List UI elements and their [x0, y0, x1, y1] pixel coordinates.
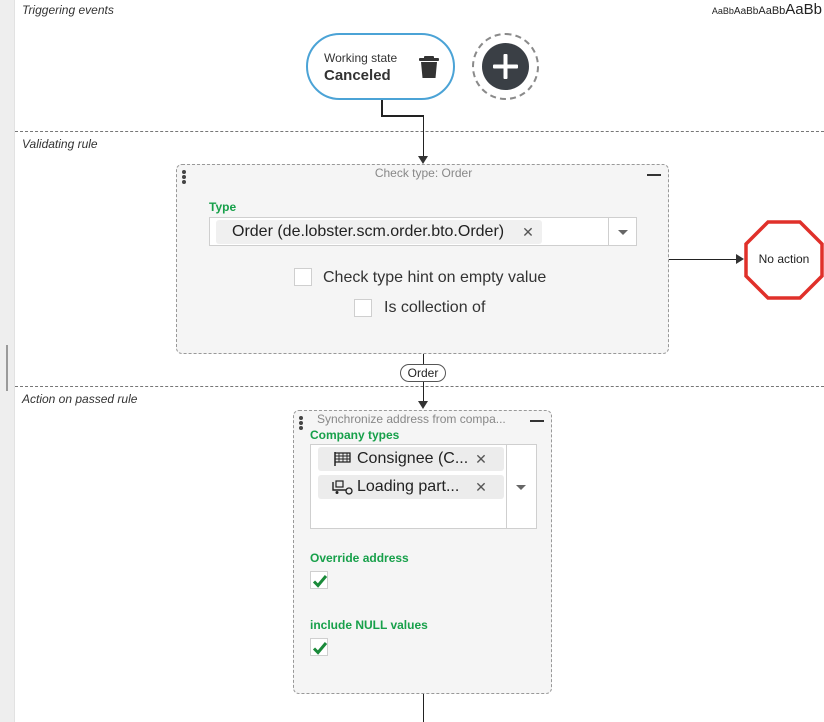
truck-loading-icon: [332, 480, 353, 495]
check-type-hint-checkbox[interactable]: [294, 268, 312, 286]
company-types-label: Company types: [310, 428, 400, 442]
connector-line: [422, 115, 424, 157]
connector-line: [381, 100, 383, 116]
kebab-menu-icon[interactable]: [299, 416, 305, 430]
stop-sign-icon[interactable]: [744, 220, 824, 300]
trigger-event-value: Canceled: [324, 67, 391, 84]
font-size-option[interactable]: AaBb: [733, 6, 759, 17]
trigger-event-node[interactable]: Working state Canceled: [306, 33, 455, 100]
font-size-option[interactable]: AaBb: [785, 1, 822, 18]
trash-icon[interactable]: [418, 55, 440, 79]
card-title: Check type: Order: [374, 166, 473, 180]
no-action-label: No action: [758, 252, 810, 266]
flag-icon: [334, 452, 351, 466]
include-null-label: include NULL values: [310, 618, 428, 632]
connector-arrow: [418, 156, 428, 164]
company-type-chip: Consignee (C... ✕: [318, 447, 504, 471]
selected-type-chip: Order (de.lobster.scm.order.bto.Order) ✕: [216, 220, 542, 244]
connector-line: [422, 354, 424, 364]
check-type-hint-label: Check type hint on empty value: [323, 269, 547, 286]
kebab-menu-icon[interactable]: [182, 170, 188, 184]
add-trigger-button[interactable]: [482, 43, 529, 90]
plus-icon: [493, 54, 518, 79]
section-divider: [15, 131, 824, 132]
add-trigger-slot: [472, 33, 539, 100]
font-size-selector[interactable]: AaBbAaBbAaBbAaBb: [712, 2, 822, 20]
card-title: Synchronize address from compa...: [317, 412, 506, 426]
minimize-icon[interactable]: [530, 416, 544, 426]
company-types-select[interactable]: Consignee (C... ✕ Loading part... ✕: [310, 444, 537, 529]
connector-line: [422, 382, 424, 402]
checkmark-icon: [312, 642, 328, 655]
override-address-label: Override address: [310, 551, 409, 565]
type-label: Type: [209, 200, 237, 214]
chip-label: Loading part...: [357, 478, 460, 495]
include-null-checkbox[interactable]: [310, 638, 328, 656]
connector-arrow: [418, 401, 428, 409]
connector-line: [669, 258, 737, 260]
remove-chip-icon[interactable]: ✕: [475, 451, 487, 467]
type-select[interactable]: Order (de.lobster.scm.order.bto.Order) ✕: [209, 217, 637, 246]
connector-line: [381, 115, 424, 117]
edge-label-order[interactable]: Order: [400, 364, 446, 382]
section-label-action: Action on passed rule: [22, 392, 138, 406]
panel-resize-handle[interactable]: [6, 345, 8, 391]
validating-rule-card[interactable]: Check type: Order Type Order (de.lobster…: [176, 164, 669, 354]
remove-chip-icon[interactable]: ✕: [522, 224, 534, 240]
minimize-icon[interactable]: [647, 170, 661, 180]
is-collection-checkbox[interactable]: [354, 299, 372, 317]
section-label-validating: Validating rule: [22, 137, 98, 151]
font-size-option[interactable]: AaBb: [711, 6, 734, 16]
connector-line: [422, 694, 424, 722]
section-label-triggering: Triggering events: [22, 3, 114, 17]
font-size-option[interactable]: AaBb: [758, 5, 786, 17]
checkmark-icon: [312, 575, 328, 588]
is-collection-label: Is collection of: [384, 299, 486, 316]
chip-label: Order (de.lobster.scm.order.bto.Order): [232, 223, 505, 240]
remove-chip-icon[interactable]: ✕: [475, 479, 487, 495]
connector-arrow: [736, 254, 744, 264]
rail-border: [14, 0, 15, 722]
company-type-chip: Loading part... ✕: [318, 475, 504, 499]
section-divider: [15, 386, 824, 387]
chip-label: Consignee (C...: [357, 450, 469, 467]
chevron-down-icon[interactable]: [506, 445, 536, 528]
action-card[interactable]: Synchronize address from compa... Compan…: [293, 410, 552, 694]
trigger-event-title: Working state: [324, 51, 398, 65]
chevron-down-icon[interactable]: [608, 218, 636, 245]
override-address-checkbox[interactable]: [310, 571, 328, 589]
